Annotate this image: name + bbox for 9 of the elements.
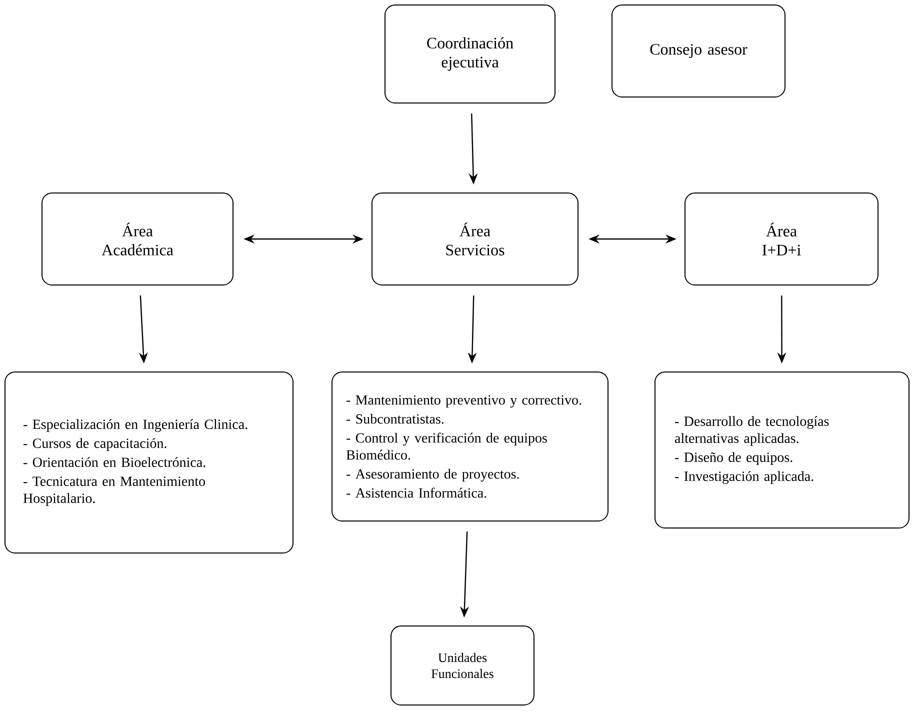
org-box: Área I+D+i	[684, 192, 878, 286]
org-box: Consejo asesor	[612, 4, 786, 98]
list-box: - Desarrollo de tecnologías alternativas aplicadas. - Diseño de equipos. - Investigación aplicada.	[654, 372, 910, 528]
list-box: - Especialización en Ingeniería Clinica. - Cursos de capacitación. - Orientación en Bioelectrónica. - Tecnicatura en Mantenimiento Hospitalario.	[4, 372, 294, 554]
org-box: Coordinación ejecutiva	[384, 4, 556, 104]
org-box: Área Académica	[42, 192, 234, 286]
org-box: Unidades Funcionales	[390, 626, 534, 706]
org-box: Área Servicios	[372, 192, 578, 286]
list-box: - Mantenimiento preventivo y correctivo. - Subcontratistas. - Control y verificación de equipos Biomédico. - Asesoramiento de proyectos. - Asistencia Informática.	[332, 372, 608, 522]
